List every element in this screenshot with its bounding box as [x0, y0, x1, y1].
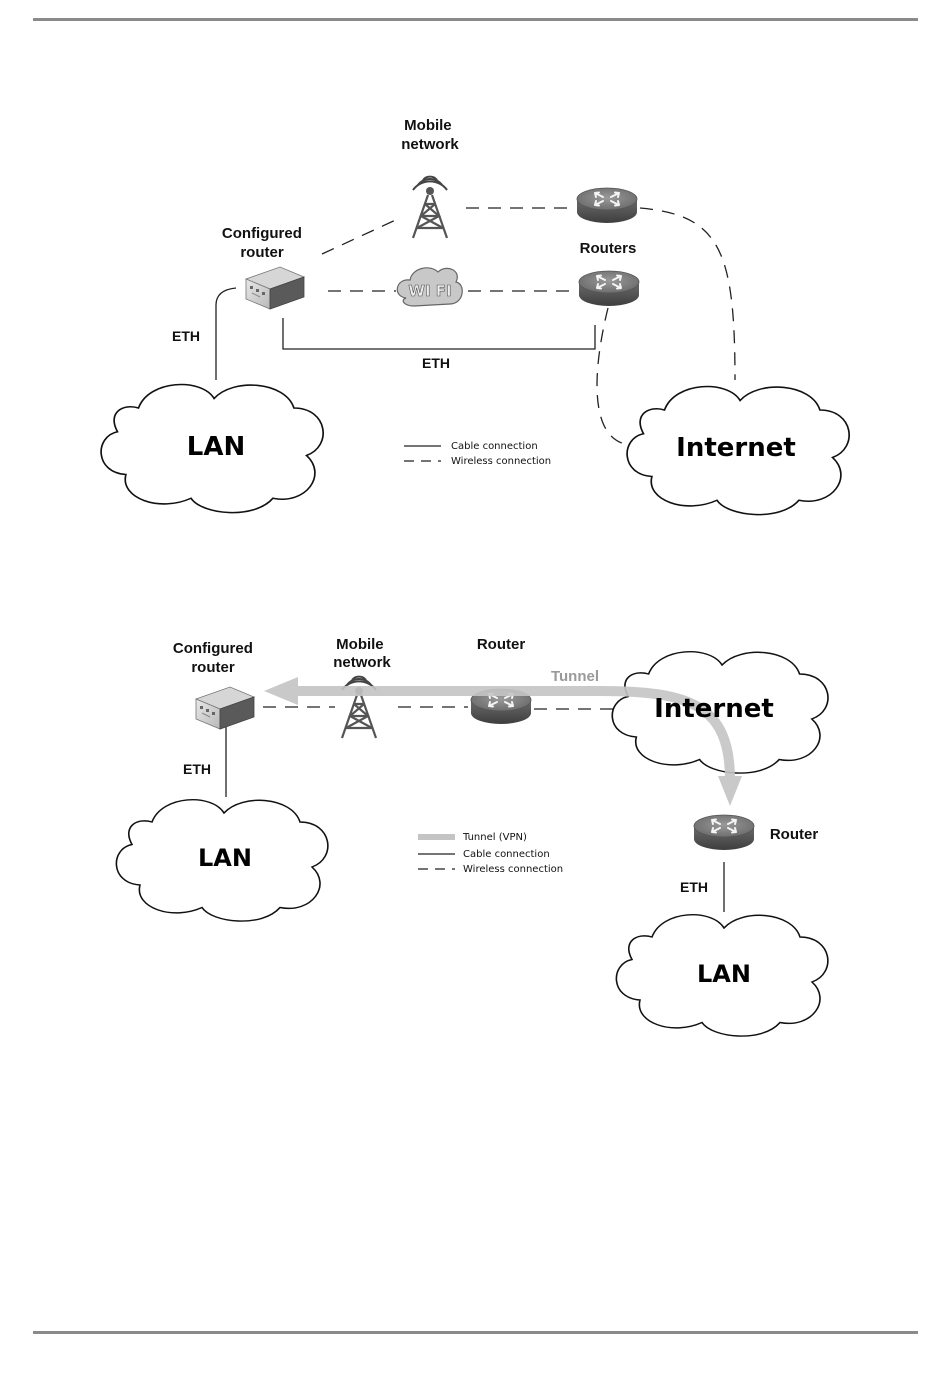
lan-label: LAN: [187, 432, 245, 462]
mobile-network-label: Mobile network: [401, 117, 459, 153]
wifi-icon: WI FI: [397, 268, 462, 306]
wireless-router-mobile: [322, 218, 400, 254]
tunnel-label: Tunnel: [551, 668, 599, 685]
router-icon: [694, 815, 754, 850]
eth-label: ETH: [183, 761, 211, 777]
configured-router-icon: [196, 687, 254, 729]
lan-label: LAN: [198, 844, 252, 872]
wireless-router2-internet: [597, 308, 630, 445]
configured-router-icon: [246, 267, 304, 309]
wifi-label: WI FI: [408, 282, 451, 300]
cell-tower-icon: [342, 677, 376, 738]
configured-router-label: Configured router: [173, 640, 257, 676]
legend-cable: Cable connection: [451, 441, 538, 452]
legend-tunnel: Tunnel (VPN): [462, 832, 527, 843]
lan-label: LAN: [697, 960, 751, 988]
diagram-bottom: Configured router Mobile network Router …: [116, 636, 828, 1036]
router-icon: [577, 188, 637, 223]
internet-label: Internet: [676, 433, 796, 463]
internet-label: Internet: [654, 694, 774, 724]
diagram-top: WI FI Mobile network Configured router R…: [101, 117, 849, 515]
legend: Tunnel (VPN) Cable connection Wireless c…: [418, 832, 563, 875]
eth-label: ETH: [680, 879, 708, 895]
router-label: Router: [770, 826, 818, 843]
legend-wireless: Wireless connection: [463, 864, 563, 875]
mobile-network-label: Mobile network: [333, 636, 391, 671]
eth-cable-lan: [216, 288, 236, 380]
configured-router-label: Configured router: [222, 225, 306, 261]
legend-cable: Cable connection: [463, 849, 550, 860]
router-label: Router: [477, 636, 525, 653]
routers-label: Routers: [580, 240, 637, 257]
wireless-router1-internet: [640, 208, 735, 380]
eth-label: ETH: [422, 355, 450, 371]
legend: Cable connection Wireless connection: [404, 441, 551, 467]
eth-cable-bottom: [283, 318, 595, 349]
cell-tower-icon: [413, 177, 447, 238]
eth-label: ETH: [172, 328, 200, 344]
legend-wireless: Wireless connection: [451, 456, 551, 467]
router-icon: [579, 271, 639, 306]
